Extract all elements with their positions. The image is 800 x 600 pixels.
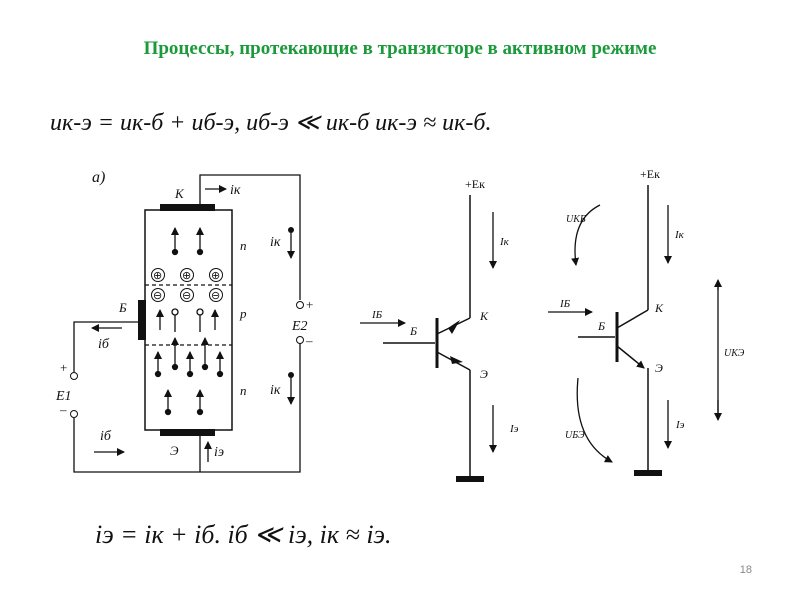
fig-c-supply: +Eк xyxy=(640,167,660,181)
ie-label: iэ xyxy=(214,445,224,460)
slide-title: Процессы, протекающие в транзисторе в ак… xyxy=(143,38,657,59)
ik-right1-label: iк xyxy=(270,235,281,250)
fig-b-base: Б xyxy=(409,324,417,338)
fig-b-ik: Iк xyxy=(499,236,510,248)
e1-minus: – xyxy=(59,402,67,417)
fig-c-emitter: Э xyxy=(655,361,663,375)
fig-c-base: Б xyxy=(597,319,605,333)
carrier-arrows xyxy=(154,227,224,416)
collector-wire xyxy=(199,174,301,300)
fig-a-label: а) xyxy=(92,169,105,186)
fig-c-emitter-leg xyxy=(616,345,645,369)
ib-bottom-label: iб xyxy=(100,429,112,444)
plus-charge: ⊕ xyxy=(153,270,162,282)
transistor-body xyxy=(144,209,233,431)
page-number: 18 xyxy=(739,564,752,576)
base-wire xyxy=(73,321,138,372)
fig-b-arrow-head xyxy=(448,320,460,334)
emitter-label: Э xyxy=(170,443,179,458)
base-contact xyxy=(138,300,146,340)
e2-minus-terminal xyxy=(296,336,304,344)
ik-right2-label: iк xyxy=(270,383,281,398)
fig-b-ib: IБ xyxy=(371,309,383,321)
fig-b-ie: Iэ xyxy=(509,423,519,435)
fig-b-ground xyxy=(456,476,484,482)
e1-minus-terminal xyxy=(70,410,78,418)
plus-charge: ⊕ xyxy=(182,270,191,282)
figure-c-circuit: +Eк Iк UКБ IБ Б К Э Iэ UБЭ UКЭ xyxy=(548,167,752,476)
fig-b-collector: К xyxy=(479,309,489,323)
ib-left-label: iб xyxy=(98,337,110,352)
fig-c-ground xyxy=(634,470,662,476)
e1-plus: + xyxy=(60,360,67,375)
layer-n-top: n xyxy=(240,238,247,253)
figure-a-structure: а) К Б Э n p n + – E2 + – E1 iк xyxy=(55,169,313,473)
minus-charge: ⊖ xyxy=(182,290,191,302)
fig-c-ik: Iк xyxy=(674,229,685,241)
layer-p: p xyxy=(239,306,247,321)
fig-c-ube: UБЭ xyxy=(565,430,585,441)
current-formula: iэ = iк + iб. iб ≪ iэ, iк ≈ iэ. xyxy=(95,520,392,549)
base-label: Б xyxy=(118,300,127,315)
fig-c-ukb: UКБ xyxy=(566,214,586,225)
layer-n-bottom: n xyxy=(240,383,247,398)
e2-label: E2 xyxy=(291,319,308,334)
figure-b-circuit: +Eк Iк IБ Б К Э Iэ xyxy=(360,177,519,482)
fig-b-emitter: Э xyxy=(480,367,488,381)
minus-charge: ⊖ xyxy=(153,290,162,302)
emitter-wire xyxy=(73,342,301,473)
charge-row: ⊕ ⊕ ⊕ ⊖ ⊖ ⊖ xyxy=(151,268,223,302)
fig-c-ie: Iэ xyxy=(675,419,685,431)
fig-b-supply: +Eк xyxy=(465,177,485,191)
fig-c-ube-arrow xyxy=(576,377,613,463)
fig-b-arrow-head xyxy=(450,356,463,364)
fig-c-ib: IБ xyxy=(559,298,571,310)
collector-contact xyxy=(160,204,215,211)
fig-c-uke: UКЭ xyxy=(724,348,745,359)
e1-label: E1 xyxy=(55,389,72,404)
minus-charge: ⊖ xyxy=(211,290,220,302)
fig-c-collector-leg xyxy=(616,309,649,329)
e2-minus: – xyxy=(305,333,313,348)
fig-c-ukb-arrow xyxy=(571,204,601,266)
emitter-contact xyxy=(160,429,215,436)
e1-plus-terminal xyxy=(70,372,78,380)
e2-plus-terminal xyxy=(296,301,304,309)
plus-charge: ⊕ xyxy=(211,270,220,282)
collector-label: К xyxy=(174,186,185,201)
e2-plus: + xyxy=(306,297,313,312)
fig-c-collector: К xyxy=(654,301,664,315)
voltage-formula: uк-э = uк-б + uб-э, uб-э ≪ uк-б uк-э ≈ u… xyxy=(50,110,492,136)
ik-top-label: iк xyxy=(230,183,241,198)
